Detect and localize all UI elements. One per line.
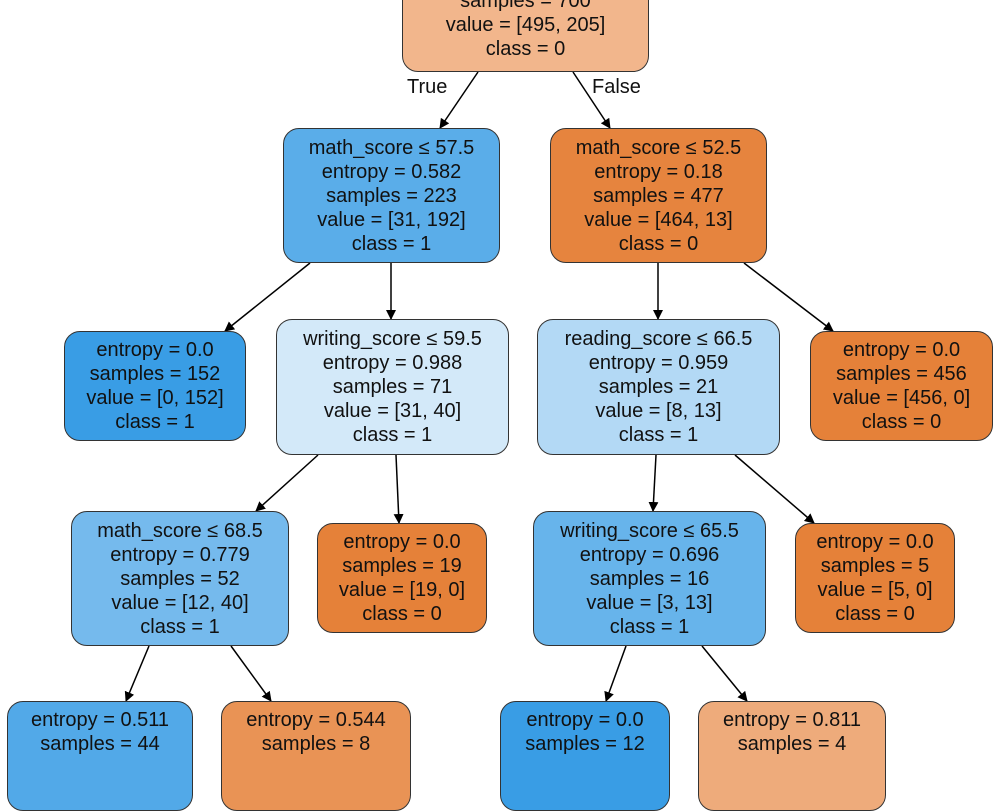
tree-node-n3: entropy = 0.0 samples = 152 value = [0, … — [64, 331, 246, 441]
node-line: value = [456, 0] — [832, 387, 971, 409]
tree-node-n10: entropy = 0.0 samples = 5 value = [5, 0]… — [795, 523, 955, 633]
node-line: class = 0 — [861, 411, 942, 433]
node-line: samples = 21 — [598, 376, 719, 398]
node-line: samples = 44 — [40, 733, 160, 755]
node-line: entropy = 0.988 — [322, 352, 463, 374]
node-line: samples = 4 — [737, 733, 847, 755]
edge-n1-n3 — [224, 262, 311, 332]
node-line: math_score ≤ 52.5 — [575, 136, 742, 159]
tree-node-n4: writing_score ≤ 59.5 entropy = 0.988 sam… — [276, 319, 509, 455]
tree-node-n14: entropy = 0.811 samples = 4 — [698, 701, 886, 811]
edge-n5-n10 — [734, 454, 815, 524]
node-line: samples = 52 — [120, 567, 240, 590]
node-line: class = 0 — [835, 603, 915, 625]
edge-n2-n6 — [743, 262, 834, 332]
edge-root-n1 — [439, 71, 479, 129]
edge-n5-n9 — [648, 454, 659, 512]
edge-n7-n12 — [230, 645, 272, 702]
node-line: samples = 477 — [593, 184, 724, 207]
node-line: entropy = 0.0 — [96, 339, 214, 361]
edge-n9-n14 — [701, 645, 748, 702]
tree-node-n8: entropy = 0.0 samples = 19 value = [19, … — [317, 523, 487, 633]
node-line: entropy = 0.544 — [246, 709, 386, 731]
node-line: value = [5, 0] — [817, 579, 933, 601]
tree-node-n2: math_score ≤ 52.5 entropy = 0.18 samples… — [550, 128, 767, 263]
tree-edges — [124, 71, 834, 702]
node-line: reading_score ≤ 66.5 — [564, 328, 753, 350]
tree-node-root: samples = 700 value = [495, 205] class =… — [402, 0, 649, 72]
tree-node-n9: writing_score ≤ 65.5 entropy = 0.696 sam… — [533, 511, 766, 646]
edge-label-false: False — [592, 76, 641, 98]
tree-node-n11: entropy = 0.511 samples = 44 — [7, 701, 193, 811]
node-line: samples = 5 — [820, 555, 930, 577]
node-line: entropy = 0.0 — [816, 531, 934, 553]
edge-n7-n11 — [124, 645, 150, 702]
node-line: class = 1 — [352, 424, 433, 446]
node-line: samples = 152 — [89, 363, 221, 385]
node-line: samples = 16 — [589, 567, 710, 590]
node-line: entropy = 0.959 — [588, 352, 729, 374]
node-line: class = 1 — [618, 424, 699, 446]
tree-node-n12: entropy = 0.544 samples = 8 — [221, 701, 411, 811]
node-line: math_score ≤ 57.5 — [308, 136, 475, 159]
node-line: samples = 223 — [326, 184, 457, 207]
node-line: class = 0 — [362, 603, 442, 625]
node-line: samples = 19 — [342, 555, 462, 577]
node-line: value = [464, 13] — [584, 208, 733, 231]
tree-node-n13: entropy = 0.0 samples = 12 — [500, 701, 670, 811]
node-line: value = [8, 13] — [595, 400, 722, 422]
edge-n4-n7 — [255, 454, 319, 512]
edge-root-n2 — [572, 71, 611, 129]
node-line: value = [495, 205] — [445, 14, 606, 36]
node-line: entropy = 0.18 — [594, 160, 723, 183]
node-line: entropy = 0.511 — [30, 709, 170, 731]
node-line: entropy = 0.696 — [579, 543, 720, 566]
node-line: samples = 8 — [261, 733, 371, 755]
node-line: entropy = 0.811 — [722, 709, 862, 731]
node-line: samples = 700 — [460, 0, 591, 12]
tree-node-n5: reading_score ≤ 66.5 entropy = 0.959 sam… — [537, 319, 780, 455]
edge-n4-n8 — [393, 454, 404, 524]
node-line: value = [31, 40] — [323, 400, 462, 422]
node-line: entropy = 0.779 — [110, 543, 250, 566]
node-line: samples = 12 — [525, 733, 645, 755]
tree-node-n7: math_score ≤ 68.5 entropy = 0.779 sample… — [71, 511, 289, 646]
node-line: samples = 456 — [836, 363, 967, 385]
node-line: value = [3, 13] — [586, 591, 713, 614]
node-line: entropy = 0.0 — [343, 531, 461, 553]
node-line: value = [0, 152] — [86, 387, 224, 409]
node-line: class = 0 — [485, 38, 566, 60]
node-line: class = 1 — [140, 615, 220, 638]
node-line: value = [12, 40] — [111, 591, 249, 614]
node-line: writing_score ≤ 59.5 — [303, 328, 482, 350]
tree-node-n1: math_score ≤ 57.5 entropy = 0.582 sample… — [283, 128, 500, 263]
edge-n9-n13 — [604, 645, 627, 702]
node-line: class = 1 — [115, 411, 195, 433]
node-line: math_score ≤ 68.5 — [97, 519, 263, 542]
node-line: entropy = 0.0 — [842, 339, 961, 361]
node-line: entropy = 0.0 — [526, 709, 644, 731]
node-line: class = 1 — [351, 232, 432, 255]
node-line: value = [19, 0] — [338, 579, 466, 601]
node-line: entropy = 0.582 — [321, 160, 462, 183]
edge-label-true: True — [407, 76, 448, 98]
tree-node-n6: entropy = 0.0 samples = 456 value = [456… — [810, 331, 993, 441]
node-line: samples = 71 — [332, 376, 453, 398]
node-line: writing_score ≤ 65.5 — [560, 519, 739, 542]
node-line: value = [31, 192] — [317, 208, 466, 231]
node-line: class = 0 — [618, 232, 699, 255]
node-line: class = 1 — [609, 615, 690, 638]
